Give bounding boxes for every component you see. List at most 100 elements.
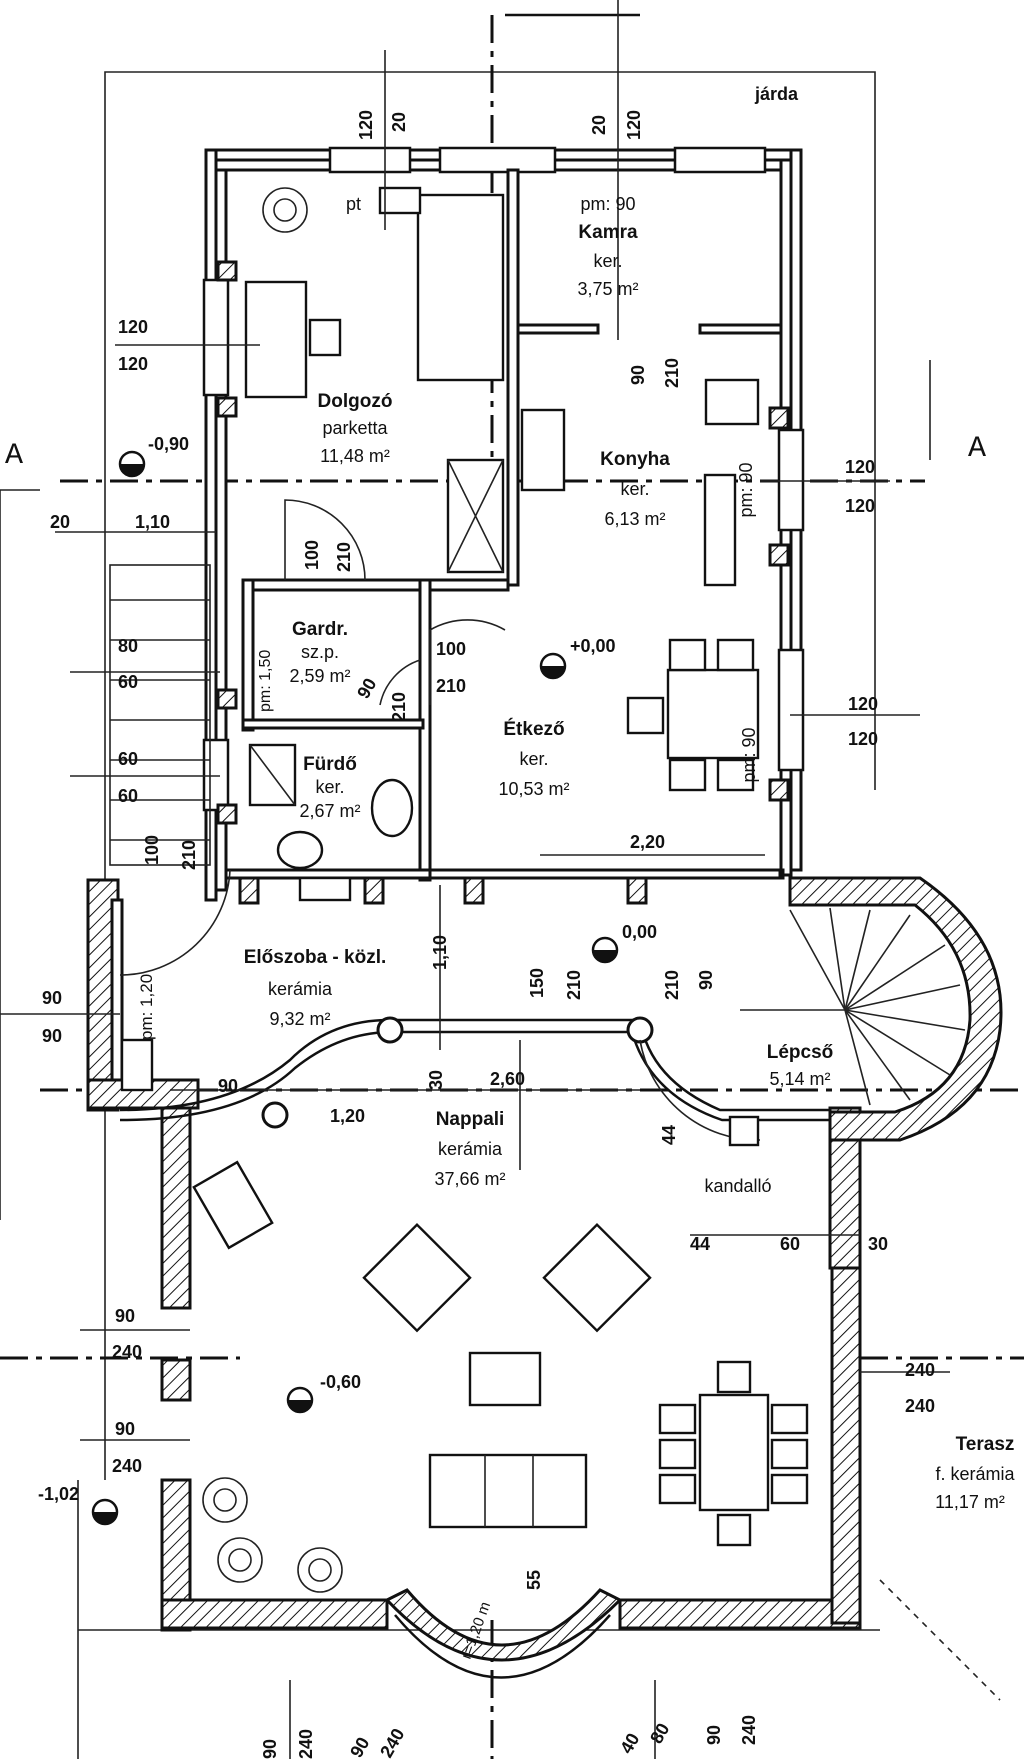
dimension-label: 90 — [353, 675, 380, 702]
lepcso-name: Lépcső — [767, 1042, 834, 1063]
dimension-label: 90 — [115, 1419, 135, 1439]
dimension-label: 90 — [260, 1739, 280, 1759]
dimension-label: 55 — [524, 1570, 544, 1590]
dimension-label: 210 — [564, 970, 584, 1000]
gardr-floor: sz.p. — [301, 642, 339, 662]
dimension-label: 1,10 — [135, 512, 170, 532]
furdo-area: 2,67 m² — [299, 801, 360, 821]
radius-label: r=1,20 m — [458, 1600, 494, 1662]
kamra-area: 3,75 m² — [577, 279, 638, 299]
dimension-label: 80 — [646, 1720, 673, 1747]
terasz-floor: f. kerámia — [935, 1464, 1015, 1484]
living-walls — [86, 876, 1003, 1679]
kandallo-label: kandalló — [704, 1176, 771, 1196]
dimension-label: 90 — [628, 365, 648, 385]
level-label: +0,00 — [570, 636, 616, 656]
dimension-label: 60 — [118, 749, 138, 769]
nappali-floor: kerámia — [438, 1139, 503, 1159]
level-label: -0,90 — [148, 434, 189, 454]
dimension-label: 30 — [426, 1070, 446, 1090]
etkezo-floor: ker. — [519, 749, 548, 769]
level-label: -1,02 — [38, 1484, 79, 1504]
dimension-label: 1,10 — [430, 935, 450, 970]
sidewalk-label: járda — [754, 84, 799, 104]
dimension-label: 1,20 — [330, 1106, 365, 1126]
dimension-label: 120 — [118, 317, 148, 337]
dimension-label: 150 — [527, 968, 547, 998]
dimension-label: 210 — [389, 692, 409, 722]
dimension-label: 210 — [334, 542, 354, 572]
dimension-label: 60 — [780, 1234, 800, 1254]
dimension-label: 44 — [659, 1125, 679, 1145]
dimension-label: 240 — [296, 1729, 316, 1759]
dimension-label: 90 — [218, 1076, 238, 1096]
dimension-label: 120 — [356, 110, 376, 140]
konyha-pm: pm: 90 — [736, 462, 756, 517]
furniture — [120, 186, 809, 1593]
level-markers — [91, 450, 619, 1526]
furdo-floor: ker. — [315, 777, 344, 797]
etkezo-pm: pm: 90 — [739, 727, 759, 782]
dimension-label: 2,60 — [490, 1069, 525, 1089]
dimension-label: 90 — [115, 1306, 135, 1326]
level-label: 0,00 — [622, 922, 657, 942]
dolgozo-pt: pt — [346, 194, 361, 214]
gardr-area: 2,59 m² — [289, 666, 350, 686]
konyha-name: Konyha — [600, 449, 670, 470]
dimension-label: 240 — [739, 1715, 759, 1745]
terasz-name: Terasz — [956, 1434, 1015, 1455]
dimension-label: 20 — [50, 512, 70, 532]
dimension-label: 120 — [624, 110, 644, 140]
konyha-floor: ker. — [620, 479, 649, 499]
dimension-label: 60 — [118, 672, 138, 692]
dimension-label: 120 — [848, 694, 878, 714]
eloszoba-floor: kerámia — [268, 979, 333, 999]
dimension-label: 120 — [118, 354, 148, 374]
eloszoba-name: Előszoba - közl. — [244, 947, 387, 968]
dimension-label: 210 — [662, 970, 682, 1000]
dimension-label: 240 — [112, 1342, 142, 1362]
dimension-label: 240 — [376, 1725, 408, 1759]
section-mark-right: A — [968, 432, 986, 466]
dimension-lines — [0, 0, 950, 1759]
dimension-label: 120 — [845, 457, 875, 477]
etkezo-area: 10,53 m² — [498, 779, 569, 799]
dimension-label: 40 — [616, 1730, 643, 1757]
kamra-pm: pm: 90 — [580, 194, 635, 214]
dimension-label: 210 — [662, 358, 682, 388]
nappali-area: 37,66 m² — [434, 1169, 505, 1189]
etkezo-name: Étkező — [503, 718, 564, 740]
kamra-floor: ker. — [593, 251, 622, 271]
dimension-label: 90 — [42, 988, 62, 1008]
dimension-label: 100 — [302, 540, 322, 570]
walls — [202, 146, 805, 905]
konyha-area: 6,13 m² — [604, 509, 665, 529]
gardr-pm: pm: 1,50 — [257, 650, 274, 712]
dimension-label: 100 — [436, 639, 466, 659]
dimension-label: 90 — [346, 1734, 373, 1759]
dimension-label: 90 — [42, 1026, 62, 1046]
dimension-label: 240 — [905, 1360, 935, 1380]
dolgozo-area: 11,48 m² — [320, 446, 390, 466]
dimension-label: 240 — [112, 1456, 142, 1476]
dimension-label: 90 — [696, 970, 716, 990]
dimension-label: 100 — [142, 835, 162, 865]
dimension-label: 30 — [868, 1234, 888, 1254]
section-mark-left: A — [5, 439, 23, 473]
level-label: -0,60 — [320, 1372, 361, 1392]
kamra-name: Kamra — [578, 222, 638, 243]
gardr-name: Gardr. — [292, 619, 348, 640]
furdo-name: Fürdő — [303, 754, 357, 775]
dimension-label: 210 — [179, 840, 199, 870]
stairs — [109, 564, 966, 1106]
dimension-label: 44 — [690, 1234, 710, 1254]
dimension-label: 90 — [704, 1725, 724, 1745]
eloszoba-pm: pm: 1,20 — [137, 974, 156, 1040]
dimension-label: 210 — [436, 676, 466, 696]
terasz-area: 11,17 m² — [935, 1492, 1005, 1512]
dimension-label: 120 — [845, 496, 875, 516]
dimension-label: 60 — [118, 786, 138, 806]
nappali-name: Nappali — [436, 1109, 505, 1130]
